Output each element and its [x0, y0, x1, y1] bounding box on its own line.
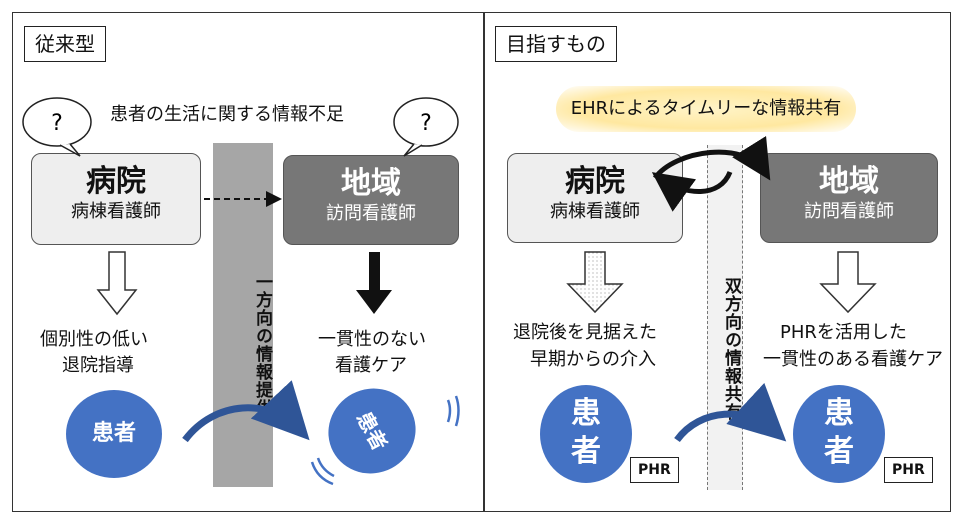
patient-char-2: 者 [571, 434, 601, 469]
hospital-outcome-right-2: 早期からの介入 [530, 349, 656, 370]
hospital-label: 病院 [86, 164, 146, 199]
community-outcome-right-2: 一貫性のある看護ケア [763, 349, 943, 370]
visiting-nurse-label: 訪問看護師 [326, 203, 416, 224]
hospital-box-right: 病院 病棟看護師 [507, 153, 683, 243]
two-way-sharing-bar: 双方向の情報共有 [707, 145, 743, 490]
right-panel-title: 目指すもの [495, 26, 617, 62]
phr-tag-1: PHR [630, 457, 679, 483]
hospital-outcome-left-2: 退院指導 [62, 355, 134, 376]
hospital-box-left: 病院 病棟看護師 [31, 153, 201, 245]
one-way-info-bar: 一方向の情報提供 [213, 143, 273, 487]
community-outcome-left-2: 看護ケア [335, 355, 407, 376]
left-panel-traditional [12, 12, 484, 512]
community-box-left: 地域 訪問看護師 [283, 155, 459, 245]
community-label: 地域 [341, 166, 401, 201]
patient-circle-right-1: 患 者 [540, 385, 632, 483]
left-panel-title: 従来型 [24, 26, 106, 62]
phr-tag-2: PHR [884, 457, 933, 483]
community-outcome-left-1: 一貫性のない [318, 329, 426, 350]
patient-circle-left: 患者 [66, 390, 162, 478]
hospital-outcome-left-1: 個別性の低い [40, 329, 148, 350]
ward-nurse-label: 病棟看護師 [71, 201, 161, 222]
patient-circle-right-2: 患 者 [793, 385, 885, 483]
hospital-label-right: 病院 [565, 164, 625, 199]
hospital-outcome-right-1: 退院後を見据えた [513, 322, 657, 343]
community-box-right: 地域 訪問看護師 [760, 153, 938, 243]
patient-char-1b: 患 [824, 396, 854, 431]
patient-char-1: 患 [571, 396, 601, 431]
community-outcome-right-1: PHRを活用した [780, 322, 907, 343]
patient-char-2b: 者 [824, 434, 854, 469]
ward-nurse-label-right: 病棟看護師 [550, 201, 640, 222]
right-panel-goal [484, 12, 951, 512]
ehr-sharing-caption: EHRによるタイムリーな情報共有 [556, 86, 856, 132]
info-shortage-caption: 患者の生活に関する情報不足 [110, 104, 344, 125]
visiting-nurse-label-right: 訪問看護師 [804, 201, 894, 222]
community-label-right: 地域 [819, 164, 879, 199]
